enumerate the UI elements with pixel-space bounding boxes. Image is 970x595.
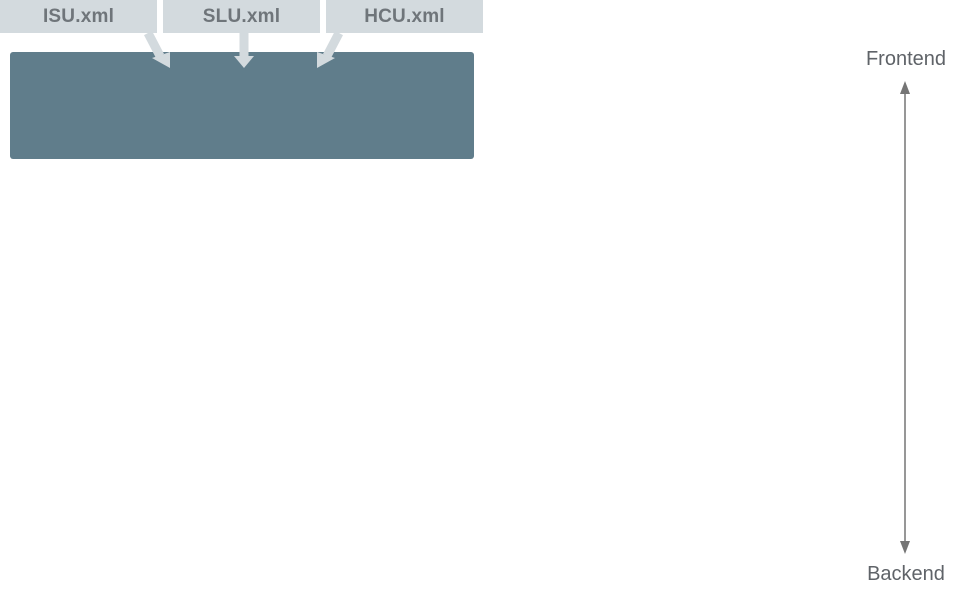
file-box-slu: SLU.xml xyxy=(163,0,320,33)
file-box-isu: ISU.xml xyxy=(0,0,157,33)
main-component-box xyxy=(10,52,474,159)
frontend-label: Frontend xyxy=(865,48,947,70)
arrow-isu-to-box xyxy=(144,30,170,68)
file-label-slu: SLU.xml xyxy=(202,6,281,27)
file-label-hcu: HCU.xml xyxy=(364,6,445,27)
arrow-hcu-to-box xyxy=(317,30,343,68)
backend-label: Backend xyxy=(867,563,945,585)
frontend-backend-axis xyxy=(900,81,910,554)
file-label-isu: ISU.xml xyxy=(42,6,115,27)
arrow-slu-to-box xyxy=(234,33,254,68)
file-box-hcu: HCU.xml xyxy=(326,0,483,33)
